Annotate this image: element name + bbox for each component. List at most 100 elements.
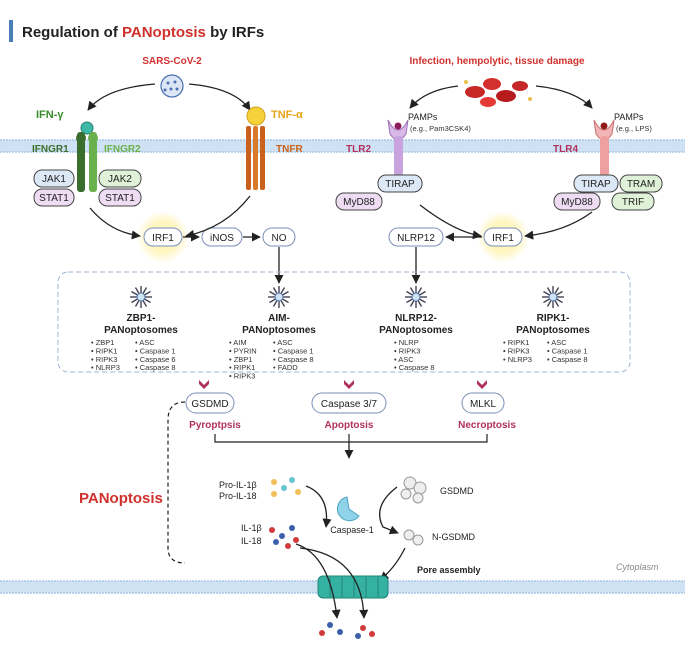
panoptosome-complex: AIM-PANoptosomes• AIM• PYRIN• ZBP1• RIPK…	[229, 286, 316, 381]
tirap-right-pill: TIRAP	[573, 174, 619, 193]
trif-pill: TRIF	[611, 192, 655, 211]
ifngr1-label: IFNGR1	[32, 144, 69, 155]
jak2-pill: JAK2	[98, 169, 142, 188]
arrow-gsdmd-to-ngsdmd	[379, 486, 399, 535]
panoptosome-component: • Caspase 1	[547, 346, 588, 355]
title-prefix: Regulation of	[22, 24, 122, 41]
tirap-left-pill: TIRAP	[377, 174, 423, 193]
panoptosome-component: • Caspase 8	[273, 355, 314, 364]
top-membrane	[0, 139, 685, 153]
gsdmd-pore-icon	[317, 575, 389, 599]
panoptosome-component: • RIPK3	[91, 355, 117, 364]
caspase-1-label: Caspase-1	[330, 525, 374, 535]
panoptosome-title-line1: NLRP12-	[395, 313, 437, 324]
panoptosome-title-line1: RIPK1-	[537, 313, 570, 324]
trigger-label: Infection, hempolytic, tissue damage	[409, 56, 584, 67]
nlrp12-pill: NLRP12	[388, 227, 444, 247]
stat1-left-label: STAT1	[39, 193, 69, 204]
irf1-left-pill: IRF1	[143, 227, 183, 247]
panoptosome-component: • ZBP1	[91, 338, 114, 347]
caspase37-executor-pill: Caspase 3/7	[311, 392, 387, 414]
title-suffix: by IRFs	[206, 24, 264, 41]
necroptosis-label: Necroptosis	[458, 420, 516, 431]
panoptosome-title-line2: PANoptosomes	[104, 325, 178, 336]
arrow-cytokines-out-1	[295, 543, 341, 619]
tram-label: TRAM	[627, 179, 655, 190]
panoptosome-component: • NLRP3	[91, 363, 120, 372]
panoptosome-component: • ASC	[273, 338, 293, 347]
ifn-gamma-label: IFN-γ	[36, 109, 64, 121]
myd88-right-pill: MyD88	[553, 192, 601, 211]
tram-pill: TRAM	[619, 174, 663, 193]
panoptosome-component: • ASC	[394, 355, 414, 364]
arrow-myd88-to-irf1	[419, 204, 482, 240]
panoptosome-complex: NLRP12-PANoptosomes• NLRP• RIPK3• ASC• C…	[379, 286, 453, 372]
tlr2-label: TLR2	[346, 144, 371, 155]
sars-cov-2-icon	[160, 74, 184, 98]
panoptosome-complex: RIPK1-PANoptosomes• RIPK1• RIPK3• NLRP3•…	[503, 286, 590, 364]
pamps-tlr4-label: PAMPs	[614, 112, 644, 122]
panoptosome-component: • FADD	[273, 363, 298, 372]
n-gsdmd-molecule-icon	[403, 529, 424, 546]
arrow-tlr4-to-irf1	[524, 211, 593, 240]
tirap-right-label: TIRAP	[581, 179, 611, 190]
panoptosome-component: • Caspase 1	[273, 346, 314, 355]
tlr4-receptor-icon	[593, 119, 615, 176]
trif-label: TRIF	[622, 197, 644, 208]
gsdmd-molecule-icon	[400, 476, 427, 504]
panoptosome-component: • ASC	[547, 338, 567, 347]
stat1-right-label: STAT1	[105, 193, 135, 204]
convergence-lines	[214, 434, 488, 443]
il18-label: IL-18	[241, 536, 262, 546]
ifngr-receptor-icon	[76, 121, 98, 192]
mature-cytokine-molecules	[269, 525, 299, 549]
arrow-virus-to-tnf	[188, 83, 251, 111]
panoptosome-complex: ZBP1-PANoptosomes• ZBP1• RIPK1• RIPK3• N…	[91, 286, 178, 372]
arrow-pro-to-caspase	[305, 485, 332, 528]
panoptosome-box	[57, 271, 631, 373]
tnfr-receptor-icon	[246, 106, 266, 190]
gsdmd-executor-label: GSDMD	[191, 399, 228, 410]
pore-assembly-label: Pore assembly	[417, 565, 481, 575]
jak1-label: JAK1	[42, 174, 66, 185]
panoptosome-component: • RIPK3	[503, 346, 529, 355]
pamps-tlr4-example: (e.g., LPS)	[616, 124, 652, 133]
tnf-alpha-label: TNF-α	[271, 109, 303, 121]
irf1-right-label: IRF1	[492, 233, 514, 244]
panoptosome-icon	[268, 286, 290, 308]
arrow-cytokines-out-2	[299, 547, 369, 619]
panoptosome-title-line1: AIM-	[268, 313, 290, 324]
tnfr-label: TNFR	[276, 144, 303, 155]
il1b-label: IL-1β	[241, 523, 262, 533]
pamps-tlr2-label: PAMPs	[408, 112, 438, 122]
inos-pill: iNOS	[201, 227, 243, 247]
mlkl-executor-pill: MLKL	[461, 392, 505, 414]
panoptosome-component: • RIPK1	[91, 346, 117, 355]
panoptosome-component: • Caspase 6	[135, 355, 176, 364]
released-cytokines-icon	[319, 622, 375, 639]
panoptosome-component: • PYRIN	[229, 346, 257, 355]
panoptosome-component: • RIPK1	[229, 363, 255, 372]
panoptosome-component: • RIPK1	[503, 338, 529, 347]
panoptosome-complexes: ZBP1-PANoptosomes• ZBP1• RIPK1• RIPK3• N…	[91, 286, 590, 381]
panoptosome-component: • RIPK3	[394, 346, 420, 355]
panoptosis-label: PANoptosis	[79, 490, 163, 507]
jak1-pill: JAK1	[33, 169, 75, 188]
dashed-panoptosis-bracket	[167, 401, 186, 564]
arrow-ngsdmd-to-pore	[379, 547, 406, 581]
red-blood-cells-icon	[464, 78, 532, 107]
n-gsdmd-label: N-GSDMD	[432, 532, 475, 542]
inos-label: iNOS	[210, 233, 234, 244]
panoptosome-icon	[405, 286, 427, 308]
panoptosome-title-line2: PANoptosomes	[516, 325, 590, 336]
nlrp12-label: NLRP12	[397, 233, 435, 244]
irf1-right-pill: IRF1	[483, 227, 523, 247]
panoptosome-icon	[542, 286, 564, 308]
stat1-right-pill: STAT1	[98, 188, 142, 207]
no-pill: NO	[262, 227, 296, 247]
jak2-label: JAK2	[108, 174, 132, 185]
panoptosome-component: • AIM	[229, 338, 247, 347]
panoptosome-component: • Caspase 8	[135, 363, 176, 372]
